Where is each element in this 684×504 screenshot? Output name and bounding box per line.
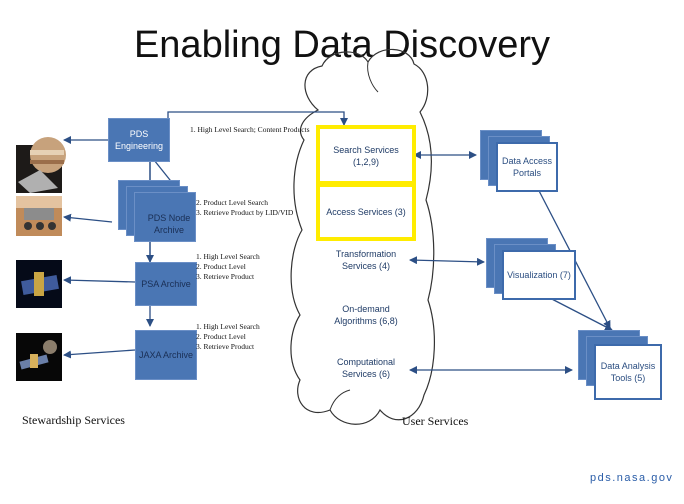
portals-stack-front <box>496 142 558 192</box>
step: 1. High Level Search <box>196 252 260 261</box>
step: 2. Product Level <box>196 332 246 341</box>
psa-steps: 1. High Level Search 2. Product Level 3.… <box>196 252 260 282</box>
step: 1. High Level Search; Content Products <box>190 125 310 134</box>
user-services-label: User Services <box>402 414 469 428</box>
step: 3. Retrieve Product <box>196 342 255 351</box>
asteroid-probe-photo <box>16 333 62 381</box>
access-highlight <box>316 183 416 241</box>
page-title: Enabling Data Discovery <box>133 24 551 66</box>
spacecraft-photo <box>16 260 62 308</box>
pds-node-steps: 2. Product Level Search 3. Retrieve Prod… <box>196 198 293 218</box>
step: 3. Retrieve Product <box>196 272 255 281</box>
jaxa-archive-box <box>135 330 197 380</box>
jupiter-probe-photo <box>16 137 66 193</box>
transformation-services: Transformation Services (4) <box>335 249 397 271</box>
jaxa-steps: 1. High Level Search 2. Product Level 3.… <box>196 322 260 352</box>
engineering-steps: 1. High Level Search; Content Products <box>190 125 310 135</box>
pds-node-stack-front <box>134 192 196 242</box>
step: 2. Product Level <box>196 262 246 271</box>
ondemand-algorithms: On-demand Algorithms (6,8) <box>334 304 398 326</box>
analysis-stack-front <box>594 344 662 400</box>
user-services-cloud <box>290 48 435 425</box>
step: 2. Product Level Search <box>196 198 269 207</box>
psa-archive-label: PSA Archive <box>141 279 191 289</box>
data-analysis-tools-label: Data Analysis Tools (5) <box>600 361 656 383</box>
search-services: Search Services (1,2,9) <box>333 145 399 167</box>
computational-services: Computational Services (6) <box>336 357 396 379</box>
pds-engineering-label: PDS Engineering <box>114 129 164 151</box>
access-services: Access Services (3) <box>326 207 406 217</box>
pds-engineering-box <box>108 118 170 162</box>
psa-archive-box <box>135 262 197 306</box>
visualization-label: Visualization (7) <box>507 270 571 280</box>
step: 1. High Level Search <box>196 322 260 331</box>
step: 3. Retrieve Product by LID/VID <box>196 208 294 217</box>
jaxa-archive-label: JAXA Archive <box>138 350 194 360</box>
data-access-portals-label: Data Access Portals <box>501 156 553 178</box>
mars-rover-photo <box>16 196 62 236</box>
pds-node-archive-label: PDS Node Archive <box>147 213 191 235</box>
viz-stack-front <box>502 250 576 300</box>
stewardship-services-label: Stewardship Services <box>22 413 125 427</box>
site-url: pds.nasa.gov <box>590 472 674 484</box>
